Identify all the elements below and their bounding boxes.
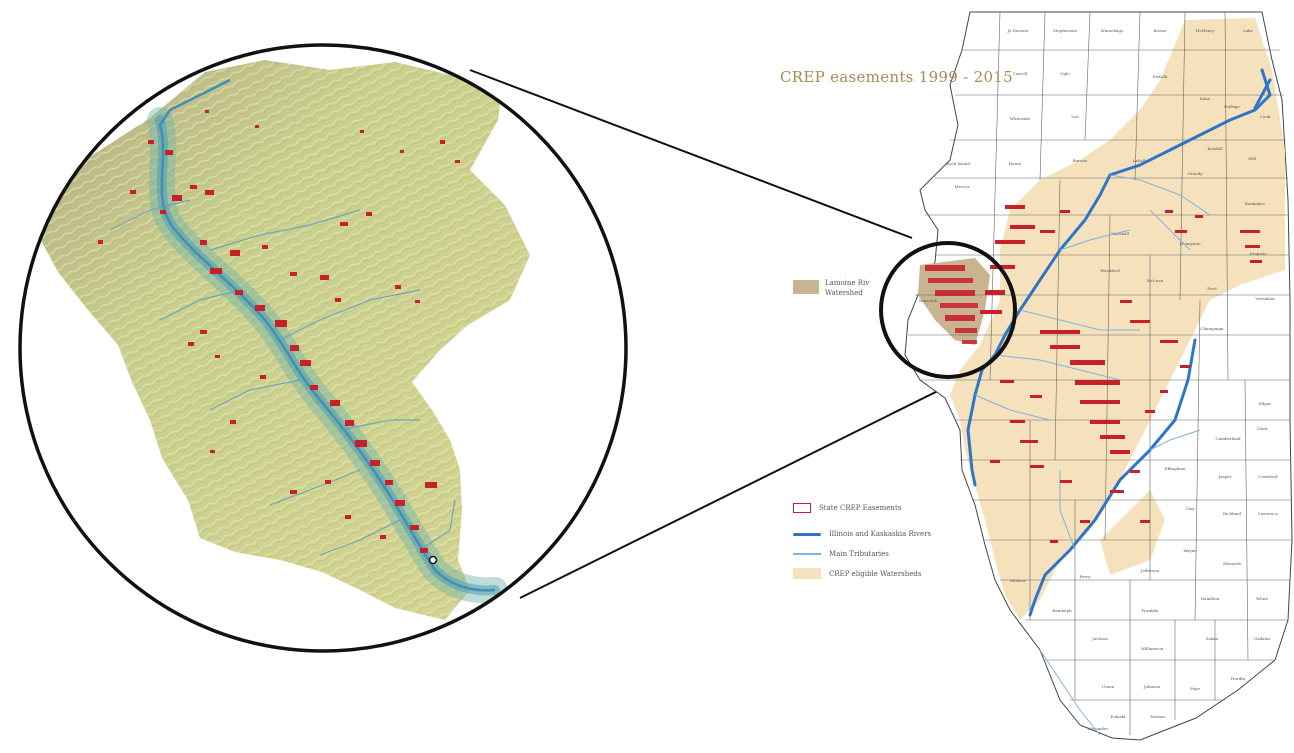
county-label: Will	[1248, 156, 1257, 161]
county-label: Lawrence	[1258, 511, 1279, 516]
county-label: Jefferson	[1140, 568, 1160, 573]
county-label: Henry	[1009, 161, 1022, 166]
county-label: Boone	[1154, 28, 1167, 33]
county-label: LaSalle	[1132, 158, 1148, 163]
county-label: Champaign	[1200, 326, 1224, 331]
county-label: Randolph	[1052, 608, 1072, 613]
county-label: Williamson	[1141, 646, 1164, 651]
watershed-zoom-inset	[18, 43, 628, 653]
lamoine-swatch	[793, 280, 819, 294]
legend-item-eligible: CREP eligible Watersheds	[793, 568, 921, 579]
county-label: Lee	[1071, 114, 1079, 119]
county-label: Cook	[1260, 114, 1271, 119]
county-label: Lake	[1243, 28, 1253, 33]
legend-label-tributaries: Main Tributaries	[829, 550, 889, 558]
county-label: Perry	[1080, 574, 1092, 579]
county-label: Monroe	[1010, 578, 1026, 583]
county-label: Ford	[1207, 286, 1217, 291]
county-label: Saline	[1206, 636, 1219, 641]
lamoine-legend-line1: Lamoine Riv	[825, 279, 870, 287]
main-tributaries	[974, 174, 1211, 736]
county-label: Carroll	[1013, 71, 1028, 76]
county-label: Edgar	[1259, 401, 1271, 406]
county-label: Mercer	[955, 184, 970, 189]
county-label: Livingston	[1179, 241, 1201, 246]
county-label: DeKalb	[1153, 74, 1168, 79]
county-label: Jasper	[1218, 474, 1232, 479]
county-labels: Jo Daviess Stephenson Winnebago Boone Mc…	[919, 28, 1278, 731]
legend-item-easements: State CREP Easements	[793, 503, 901, 513]
zoom-circle-frame	[18, 43, 628, 653]
county-label: Ogle	[1060, 71, 1070, 76]
county-label: Crawford	[1258, 474, 1278, 479]
lamoine-legend-line2: Watershed	[825, 289, 863, 297]
county-label: Pope	[1190, 686, 1200, 691]
county-label: Stephenson	[1053, 28, 1077, 33]
county-label: McLean	[1147, 278, 1164, 283]
county-label: Hamilton	[1201, 596, 1220, 601]
county-label: White	[1256, 596, 1269, 601]
county-label: Massac	[1150, 714, 1166, 719]
county-label: Winnebago	[1101, 28, 1124, 33]
county-label: Woodford	[1100, 268, 1120, 273]
river-swatch	[793, 532, 821, 536]
county-label: Vermilion	[1254, 296, 1275, 301]
county-label: Grundy	[1187, 171, 1203, 176]
legend-item-rivers: Illinois and Kaskaskia Rivers	[793, 530, 931, 538]
county-label: Cumberland	[1215, 436, 1241, 441]
county-label: Johnson	[1143, 684, 1161, 689]
county-label: Kendall	[1207, 146, 1223, 151]
legend-item-tributaries: Main Tributaries	[793, 550, 889, 558]
county-label: Wayne	[1183, 548, 1197, 553]
county-label: Richland	[1223, 511, 1241, 516]
crep-eligible-watersheds	[950, 18, 1285, 620]
county-label: Whiteside	[1010, 116, 1031, 121]
county-label: Hardin	[1231, 676, 1246, 681]
county-label: Clay	[1186, 506, 1196, 511]
legend-label-easements: State CREP Easements	[819, 504, 902, 512]
zoom-connector-lines	[469, 69, 961, 599]
lamoine-legend: Lamoine Riv Watershed	[793, 278, 869, 298]
county-label: McHenry	[1196, 28, 1216, 33]
county-label: Jo Daviess	[1007, 28, 1029, 33]
county-label: Bureau	[1073, 158, 1088, 163]
legend-label-rivers: Illinois and Kaskaskia Rivers	[829, 530, 932, 538]
county-label: Kankakee	[1245, 201, 1266, 206]
state-zoom-circle	[879, 241, 1017, 379]
county-label: Effingham	[1165, 466, 1186, 471]
illinois-map: Jo Daviess Stephenson Winnebago Boone Mc…	[879, 11, 1293, 741]
county-label: Union	[1102, 684, 1115, 689]
county-label: Pulaski	[1111, 714, 1126, 719]
county-label: Jackson	[1091, 636, 1108, 641]
county-label: Edwards	[1223, 561, 1241, 566]
county-label: Franklin	[1141, 608, 1159, 613]
county-label: Clark	[1256, 426, 1268, 431]
legend-label-eligible: CREP eligible Watersheds	[829, 569, 922, 578]
county-label: Alexander	[1087, 726, 1109, 731]
tributary-swatch	[793, 553, 821, 555]
map-title: CREP easements 1999 - 2015	[780, 68, 1013, 86]
county-label: Hancock	[919, 298, 937, 303]
county-label: Gallatin	[1254, 636, 1270, 641]
easement-swatch	[793, 503, 811, 513]
eligible-swatch	[793, 568, 821, 579]
county-label: Iroquois	[1250, 251, 1267, 256]
major-rivers	[966, 68, 1272, 617]
county-label: DuPage	[1224, 104, 1240, 109]
county-label: Rock Island	[946, 161, 970, 166]
county-label: Marshall	[1111, 231, 1130, 236]
easement-patches	[98, 110, 460, 553]
state-easement-dots	[925, 205, 1262, 543]
county-label: Kane	[1200, 96, 1211, 101]
